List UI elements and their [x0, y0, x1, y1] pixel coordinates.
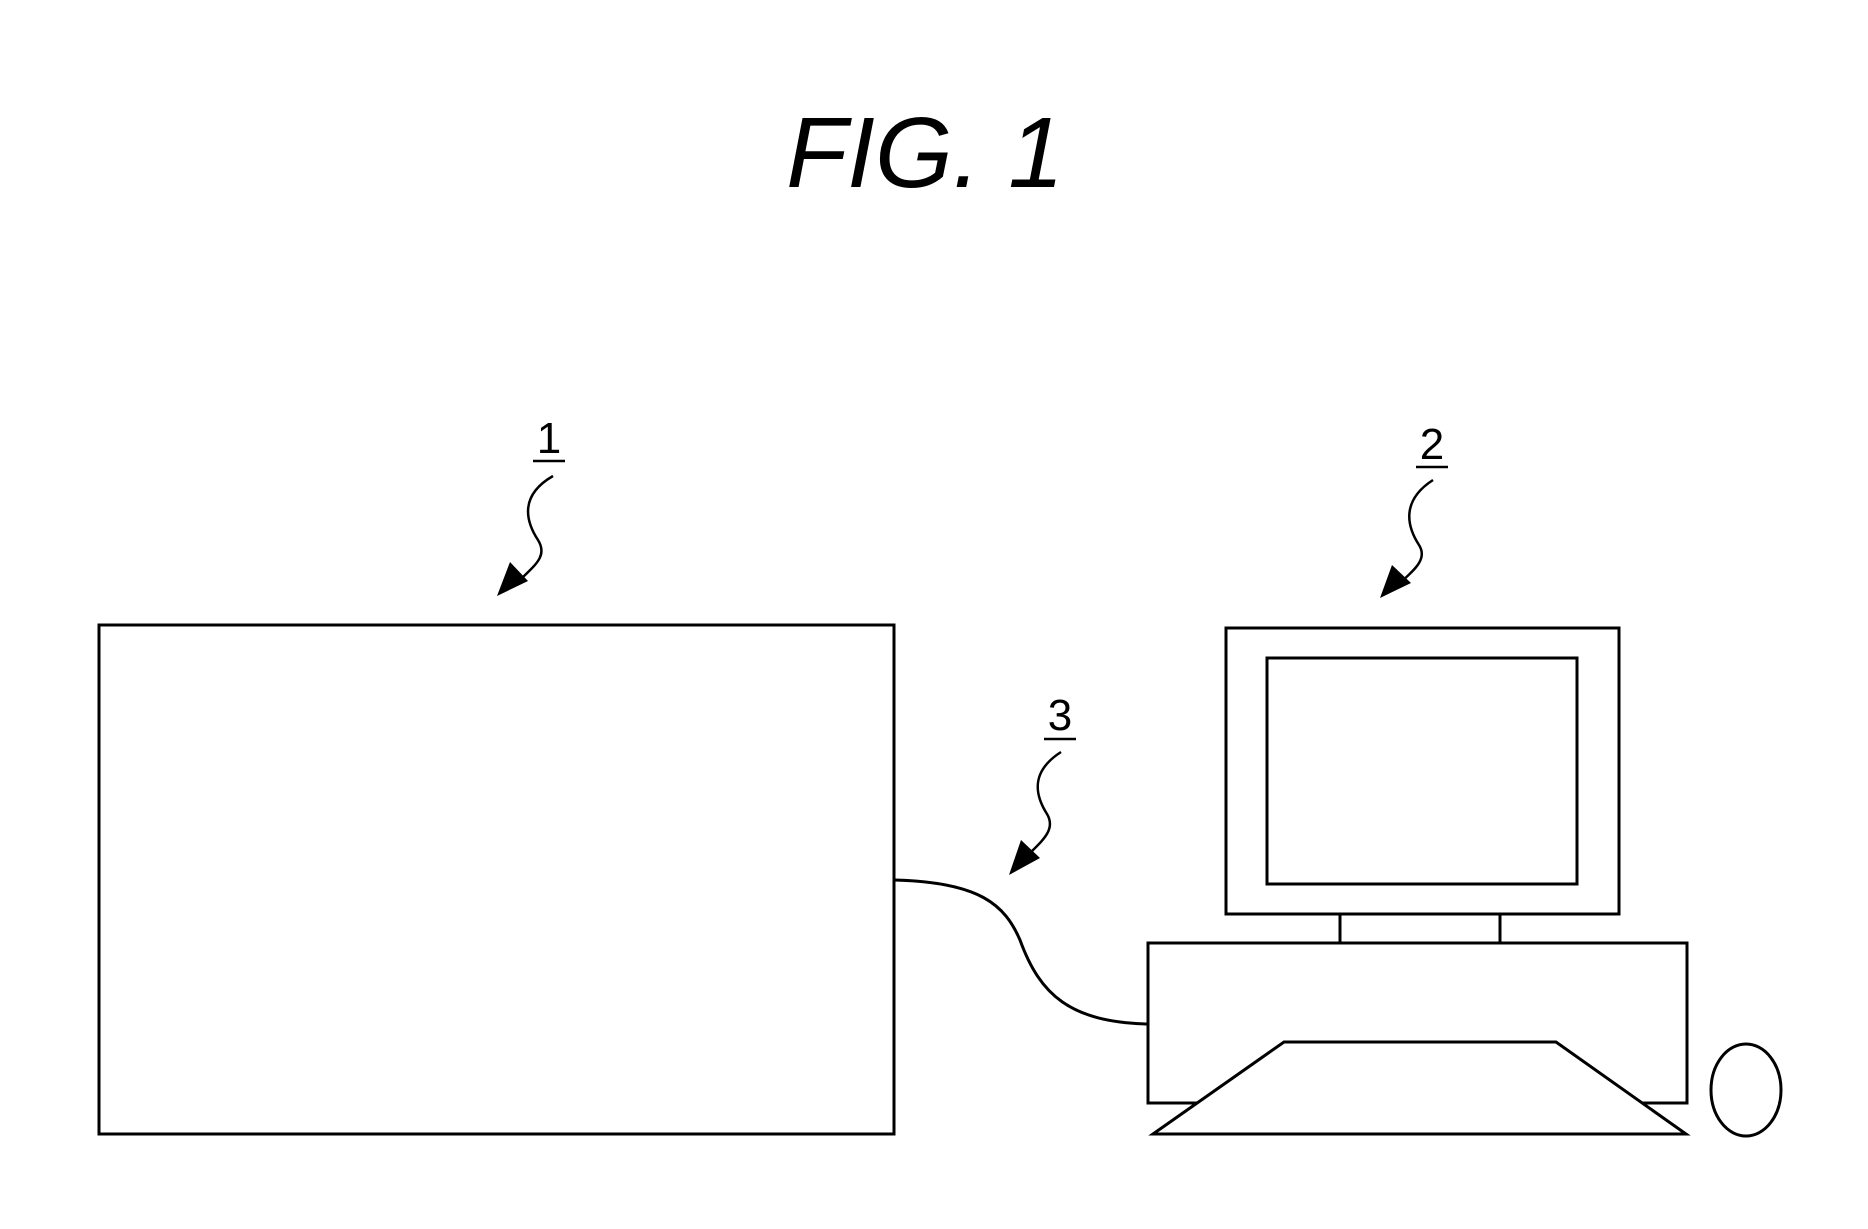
leader-line-2 — [1400, 480, 1433, 583]
reference-numeral-2: 2 — [1420, 420, 1444, 469]
reference-label-3: 3 — [1009, 691, 1076, 875]
keyboard — [1153, 1042, 1686, 1134]
reference-numeral-3: 3 — [1048, 691, 1072, 740]
connection-cable — [894, 880, 1148, 1024]
leader-arrowhead-3 — [1009, 840, 1040, 875]
device-box — [99, 625, 894, 1134]
figure-title: FIG. 1 — [786, 97, 1064, 209]
mouse — [1711, 1044, 1781, 1136]
leader-line-3 — [1030, 752, 1061, 853]
reference-label-1: 1 — [497, 414, 565, 596]
leader-line-1 — [520, 476, 553, 580]
leader-arrowhead-2 — [1380, 565, 1411, 598]
monitor-housing — [1226, 628, 1619, 914]
leader-arrowhead-1 — [497, 562, 528, 596]
computer — [1148, 628, 1781, 1136]
reference-label-2: 2 — [1380, 420, 1448, 598]
reference-numeral-1: 1 — [537, 414, 561, 463]
monitor-screen — [1267, 658, 1577, 884]
